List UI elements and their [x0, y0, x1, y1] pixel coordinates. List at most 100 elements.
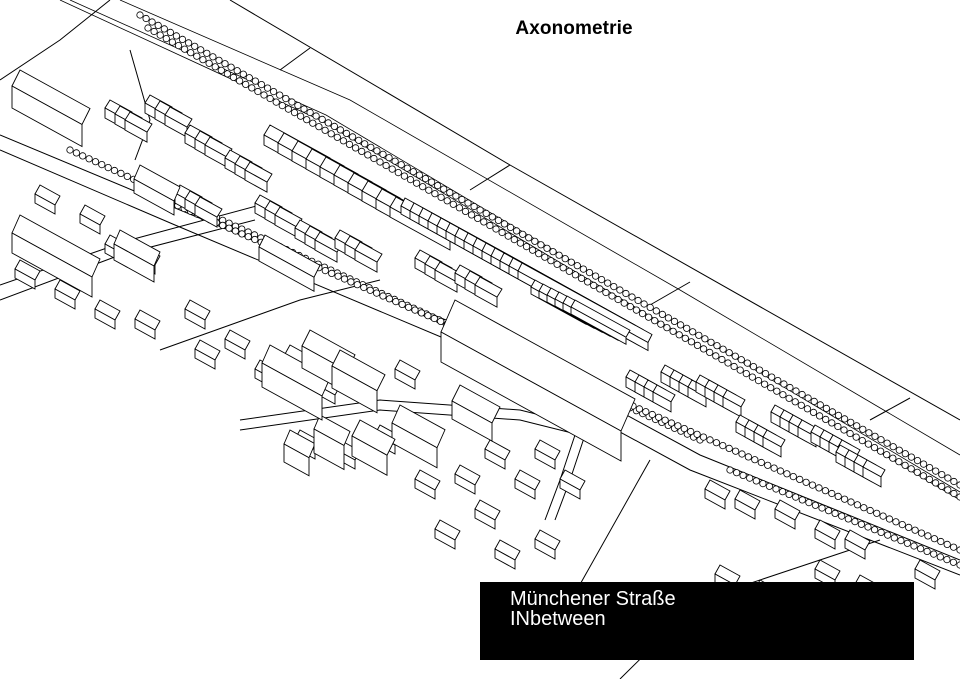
tree — [840, 495, 849, 503]
tree — [680, 424, 688, 433]
tree — [857, 520, 866, 528]
tree — [736, 366, 744, 374]
tree — [391, 157, 399, 165]
tree — [853, 501, 862, 509]
tree — [706, 436, 714, 444]
tree — [765, 482, 774, 490]
tree — [751, 456, 759, 464]
tree — [571, 271, 580, 279]
tree — [333, 133, 341, 141]
tree — [123, 172, 131, 180]
tree — [150, 27, 158, 36]
tree — [907, 453, 916, 461]
tree — [634, 296, 642, 305]
building — [244, 161, 273, 193]
tree — [174, 41, 183, 50]
building — [734, 489, 761, 520]
tree — [458, 195, 466, 204]
tree — [549, 248, 557, 256]
tree — [276, 91, 284, 99]
tree — [661, 416, 669, 424]
tree — [187, 49, 195, 57]
tree — [427, 178, 436, 186]
tree — [824, 507, 833, 515]
tree — [236, 77, 244, 85]
tree — [852, 433, 860, 441]
tree — [725, 444, 733, 452]
tree — [638, 309, 647, 318]
tree — [764, 461, 772, 469]
tree — [783, 470, 791, 478]
building — [570, 299, 631, 346]
tree — [388, 165, 396, 173]
tree — [394, 169, 402, 177]
tree — [785, 490, 793, 498]
tree — [415, 171, 423, 179]
tree — [203, 49, 211, 57]
building — [194, 339, 221, 370]
building — [514, 469, 541, 500]
tree — [334, 272, 342, 280]
tree — [455, 204, 463, 212]
building — [94, 299, 121, 330]
building — [534, 439, 561, 470]
tree — [406, 176, 415, 184]
tree — [622, 289, 630, 298]
tree — [321, 126, 329, 134]
tree — [640, 300, 648, 308]
tree — [759, 479, 767, 488]
tree — [780, 380, 788, 388]
tree — [225, 224, 233, 232]
tree — [873, 509, 881, 517]
tree — [789, 472, 797, 481]
tree — [767, 384, 775, 392]
building — [258, 234, 321, 293]
tree — [110, 166, 119, 175]
tree — [144, 24, 152, 32]
tree — [901, 450, 909, 458]
tree — [278, 102, 286, 110]
tree — [699, 433, 708, 441]
tree — [437, 317, 445, 325]
tree — [244, 233, 252, 241]
tree — [664, 314, 673, 322]
tree — [400, 172, 408, 180]
tree — [798, 390, 806, 399]
tree — [642, 408, 650, 416]
tree — [104, 164, 112, 172]
tree — [223, 70, 231, 78]
tree — [431, 190, 439, 198]
tree — [876, 447, 885, 455]
tree — [944, 486, 952, 494]
building — [313, 414, 351, 471]
tree — [614, 295, 622, 304]
tree — [282, 95, 290, 103]
tree — [535, 250, 543, 258]
tree — [596, 285, 604, 293]
tree — [360, 283, 368, 292]
tree — [72, 149, 81, 157]
tree — [339, 137, 347, 145]
tree — [815, 484, 823, 492]
building — [474, 276, 503, 308]
tree — [774, 376, 782, 385]
tree — [713, 342, 721, 350]
caption-project-name: Münchener Straße — [510, 588, 676, 610]
tree — [272, 98, 280, 106]
tree — [142, 14, 150, 23]
building — [762, 429, 786, 458]
building — [414, 469, 441, 500]
tree — [492, 225, 500, 233]
tree — [470, 202, 478, 211]
tree — [895, 446, 903, 454]
tree — [707, 338, 715, 346]
tree — [870, 443, 879, 452]
tree — [749, 362, 758, 371]
tree — [865, 429, 873, 437]
tree — [798, 496, 806, 504]
tree — [248, 84, 256, 92]
tree — [626, 302, 634, 311]
tree — [257, 81, 266, 89]
tree — [209, 53, 217, 61]
tree — [681, 334, 689, 342]
